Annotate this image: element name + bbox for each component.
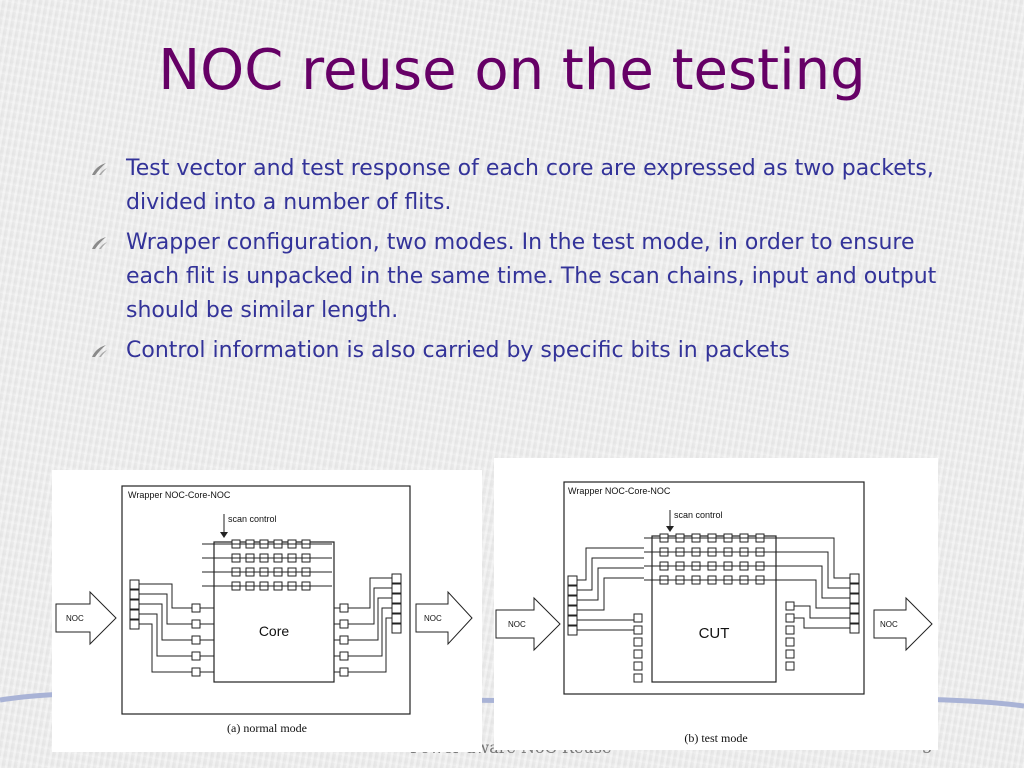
output-flit-column — [391, 573, 402, 634]
bullet-list: Test vector and test response of each co… — [90, 152, 950, 374]
core-box — [213, 541, 335, 683]
bullet-item: Wrapper configuration, two modes. In the… — [90, 226, 950, 328]
bullet-icon — [92, 345, 107, 357]
bullet-icon — [92, 163, 107, 175]
bullet-text: Control information is also carried by s… — [126, 338, 790, 363]
diagram-normal-mode: Wrapper NOC-Core-NOC scan control Core — [55, 485, 473, 735]
right-noc-label: NOC — [424, 614, 442, 623]
right-noc-label: NOC — [880, 620, 898, 629]
wrapper-box — [563, 481, 865, 695]
cut-box — [651, 535, 777, 683]
bullet-item: Test vector and test response of each co… — [90, 152, 950, 220]
left-noc-label: NOC — [66, 614, 84, 623]
input-wrapper-cells — [191, 603, 201, 677]
figure-normal-mode: Wrapper NOC-Core-NOC scan control Core — [52, 470, 482, 752]
caption-test-mode: (b) test mode — [684, 731, 747, 745]
bullet-text: Wrapper configuration, two modes. In the… — [126, 230, 937, 323]
wrapper-box — [121, 485, 411, 715]
right-noc-arrow — [415, 590, 473, 646]
figure-test-mode: Wrapper NOC-Core-NOC scan control CUT — [494, 458, 938, 750]
output-wrapper-cells — [785, 601, 795, 671]
wrapper-label: Wrapper NOC-Core-NOC — [128, 490, 231, 500]
bullet-icon — [92, 237, 107, 249]
right-noc-arrow — [873, 596, 933, 652]
diagram-test-mode: Wrapper NOC-Core-NOC scan control CUT — [495, 481, 933, 745]
wrapper-label: Wrapper NOC-Core-NOC — [568, 486, 671, 496]
caption-normal-mode: (a) normal mode — [227, 721, 307, 735]
output-flit-column — [849, 573, 860, 634]
cut-label: CUT — [699, 625, 730, 642]
bullet-item: Control information is also carried by s… — [90, 334, 950, 368]
scan-control-label: scan control — [674, 510, 723, 520]
input-flit-column — [567, 575, 578, 636]
left-noc-arrow — [55, 590, 117, 646]
output-wrapper-cells — [339, 603, 349, 677]
left-noc-label: NOC — [508, 620, 526, 629]
bullet-text: Test vector and test response of each co… — [126, 156, 934, 215]
input-flit-column — [129, 579, 140, 630]
left-noc-arrow — [495, 596, 561, 652]
slide-title: NOC reuse on the testing — [158, 38, 866, 103]
core-label: Core — [259, 623, 290, 639]
scan-control-label: scan control — [228, 514, 277, 524]
input-wrapper-cells — [633, 613, 643, 683]
